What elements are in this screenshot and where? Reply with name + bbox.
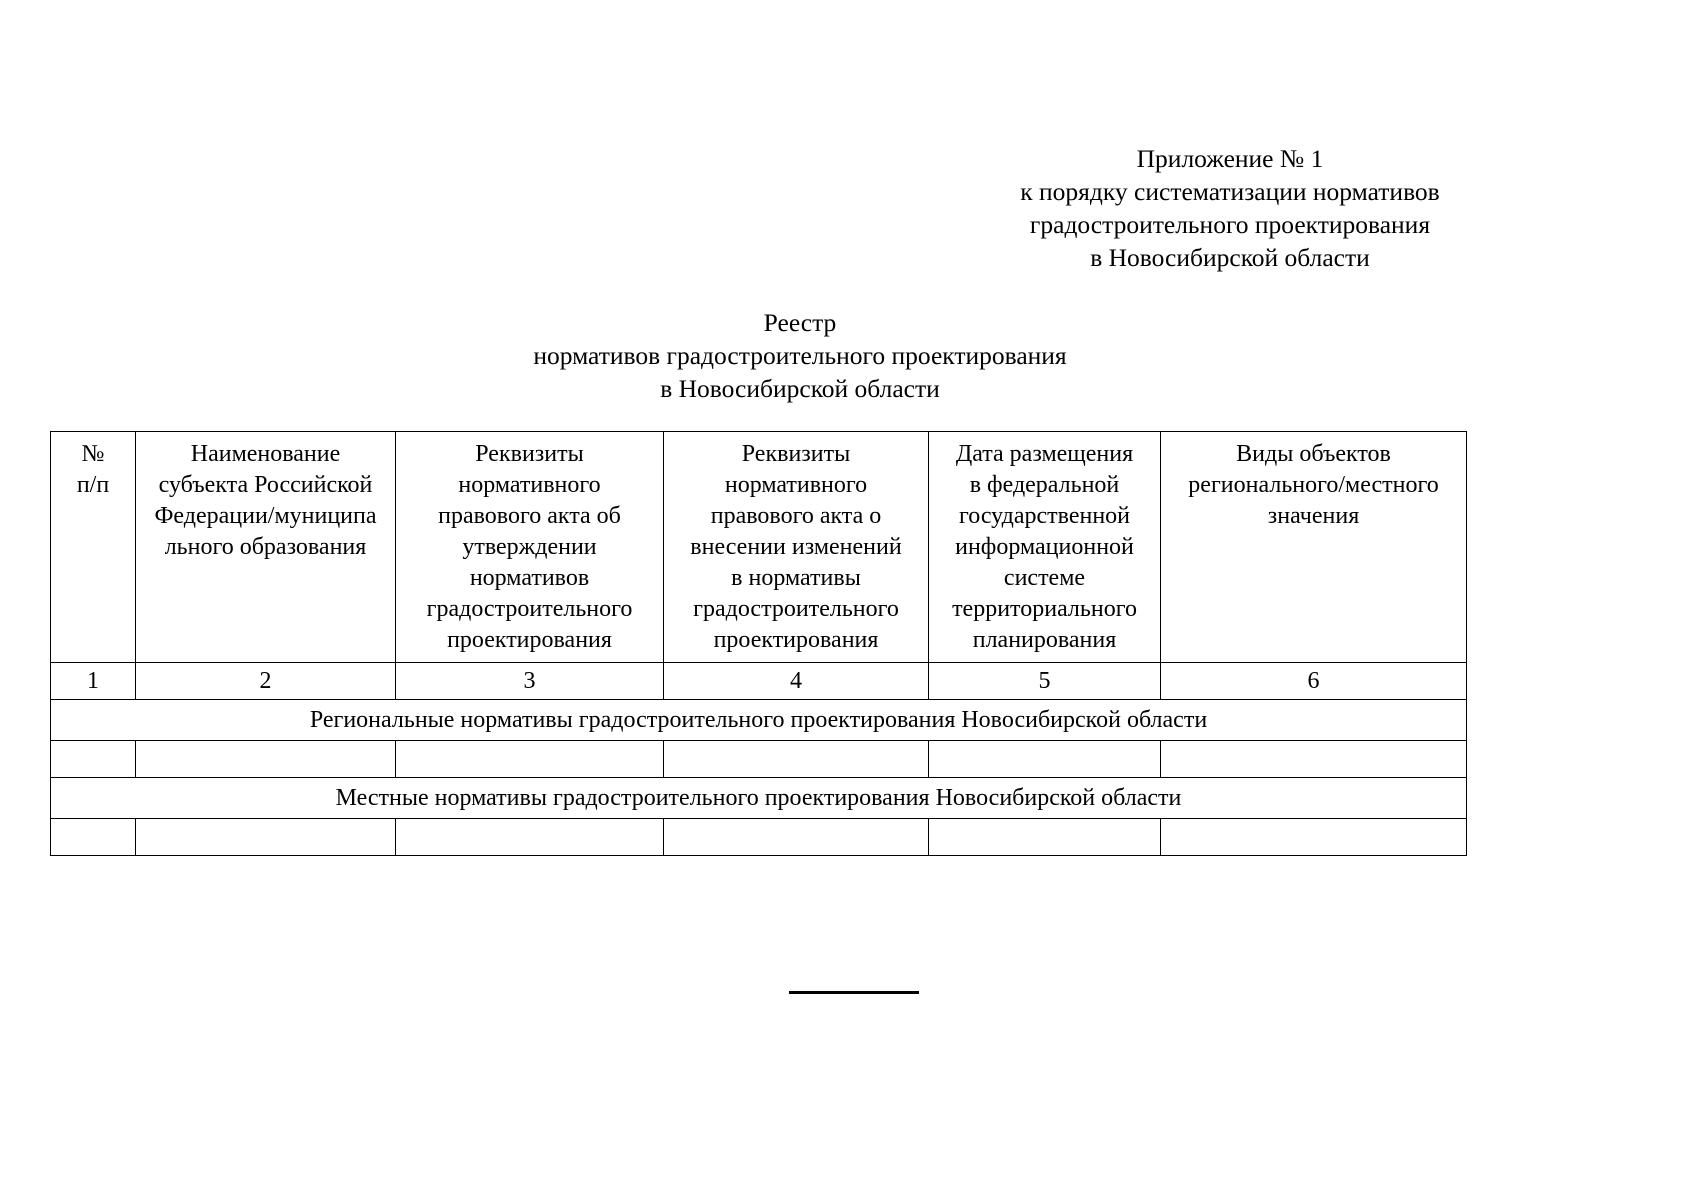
cell-local-4[interactable] [663, 818, 929, 856]
registry-table: № п/п Наименование субъекта Российской Ф… [50, 431, 1467, 856]
appendix-line-2: к порядку систематизации нормативов [1020, 177, 1440, 206]
table-row[interactable] [50, 740, 1467, 778]
section-header-row-regional: Региональные нормативы градостроительног… [50, 699, 1467, 741]
column-header-number: № п/п [50, 431, 136, 663]
cell-local-3[interactable] [395, 818, 664, 856]
column-number-6: 6 [1160, 662, 1467, 700]
page-title: Реестр [763, 308, 837, 337]
cell-regional-5[interactable] [928, 740, 1161, 778]
cell-local-5[interactable] [928, 818, 1161, 856]
column-header-publication-date: Дата размещения в федеральной государств… [928, 431, 1161, 663]
column-header-approval-act: Реквизиты нормативного правового акта об… [395, 431, 664, 663]
column-number-row: 1 2 3 4 5 6 [50, 662, 1467, 700]
cell-regional-1[interactable] [50, 740, 136, 778]
bottom-separator-rule [789, 991, 919, 994]
title-line-3: в Новосибирской области [660, 374, 940, 403]
cell-regional-6[interactable] [1160, 740, 1467, 778]
column-header-subject-name: Наименование субъекта Российской Федерац… [135, 431, 396, 663]
section-header-row-local: Местные нормативы градостроительного про… [50, 777, 1467, 819]
cell-regional-2[interactable] [135, 740, 396, 778]
appendix-reference-block: Приложение № 1 к порядку систематизации … [960, 142, 1500, 274]
document-title-block: Реестр нормативов градостроительного про… [300, 306, 1300, 405]
column-number-5: 5 [928, 662, 1161, 700]
table-header-row: № п/п Наименование субъекта Российской Ф… [50, 431, 1467, 663]
appendix-line-3: градостроительного проектирования [1029, 210, 1431, 239]
column-header-amendment-act: Реквизиты нормативного правового акта о … [663, 431, 929, 663]
column-number-2: 2 [135, 662, 396, 700]
column-number-1: 1 [50, 662, 136, 700]
column-header-object-types: Виды объектов регионального/местного зна… [1160, 431, 1467, 663]
section-label-regional: Региональные нормативы градостроительног… [50, 699, 1467, 741]
table-row[interactable] [50, 818, 1467, 856]
column-number-3: 3 [395, 662, 664, 700]
cell-local-6[interactable] [1160, 818, 1467, 856]
appendix-line-4: в Новосибирской области [1090, 243, 1370, 272]
cell-regional-4[interactable] [663, 740, 929, 778]
cell-local-2[interactable] [135, 818, 396, 856]
cell-local-1[interactable] [50, 818, 136, 856]
cell-regional-3[interactable] [395, 740, 664, 778]
column-number-4: 4 [663, 662, 929, 700]
title-line-2: нормативов градостроительного проектиров… [533, 341, 1067, 370]
appendix-line-1: Приложение № 1 [1136, 144, 1324, 173]
section-label-local: Местные нормативы градостроительного про… [50, 777, 1467, 819]
